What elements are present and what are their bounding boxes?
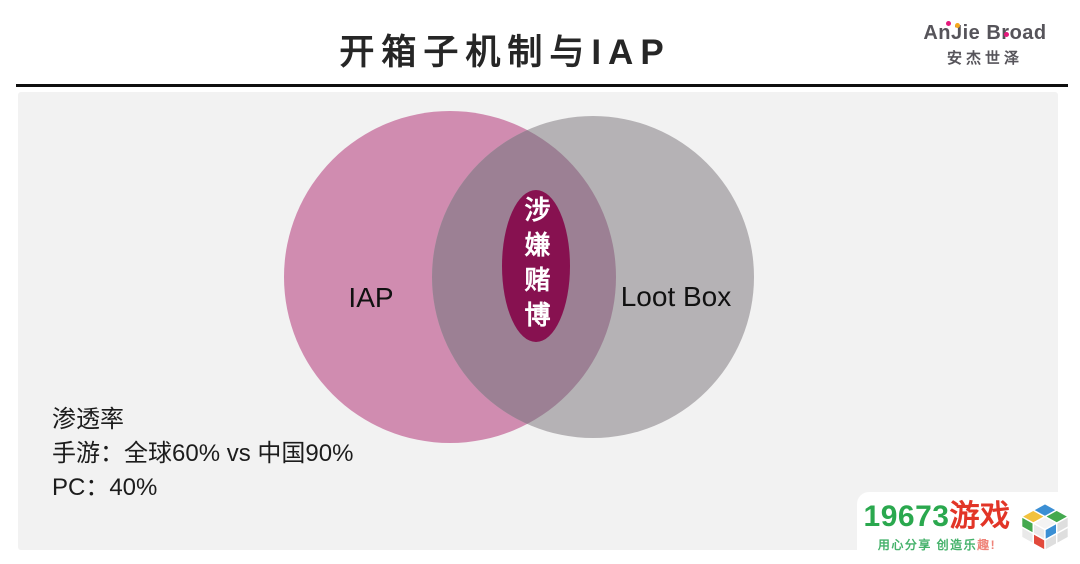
footer-logo-number: 19673 [863, 499, 950, 533]
footer-logo: 19673游戏 用心分享 创造乐趣! [857, 492, 1078, 562]
footer-logo-name: 19673游戏 [863, 499, 1011, 533]
brand-o-dot-icon [1004, 32, 1009, 37]
venn-right-label: Loot Box [620, 281, 732, 312]
brand-pink-dot-icon [946, 21, 951, 26]
venn-left-label: IAP [348, 282, 394, 313]
stats-line-pc: PC：40% [52, 474, 158, 501]
footer-tagline-accent: 趣! [977, 537, 997, 552]
stats-heading: 渗透率 [52, 406, 124, 433]
stats-line-mobile: 手游：全球60% vs 中国90% [52, 440, 354, 467]
venn-overlap-label: 涉嫌赌博 [521, 196, 551, 336]
footer-logo-cn: 游戏 [949, 499, 1011, 533]
brand-name-cn: 安杰世泽 [946, 50, 1023, 67]
footer-tagline-main: 用心分享 创造乐 [877, 537, 978, 552]
brand-orange-dot-icon [955, 23, 960, 28]
brand-logo: AnJie Broad 安杰世泽 [918, 21, 1052, 68]
footer-logo-text: 19673游戏 用心分享 创造乐趣! [863, 499, 1011, 553]
stats-block: 渗透率 手游：全球60% vs 中国90% PC：40% [52, 403, 353, 505]
brand-name-en: AnJie Broad [918, 21, 1052, 45]
rubiks-cube-icon [1021, 502, 1070, 552]
brand-name-en-text: AnJie Broad [923, 22, 1047, 44]
page-title: 开箱子机制与IAP [339, 33, 671, 72]
title-divider [16, 84, 1068, 87]
footer-logo-tagline: 用心分享 创造乐趣! [864, 536, 1011, 553]
